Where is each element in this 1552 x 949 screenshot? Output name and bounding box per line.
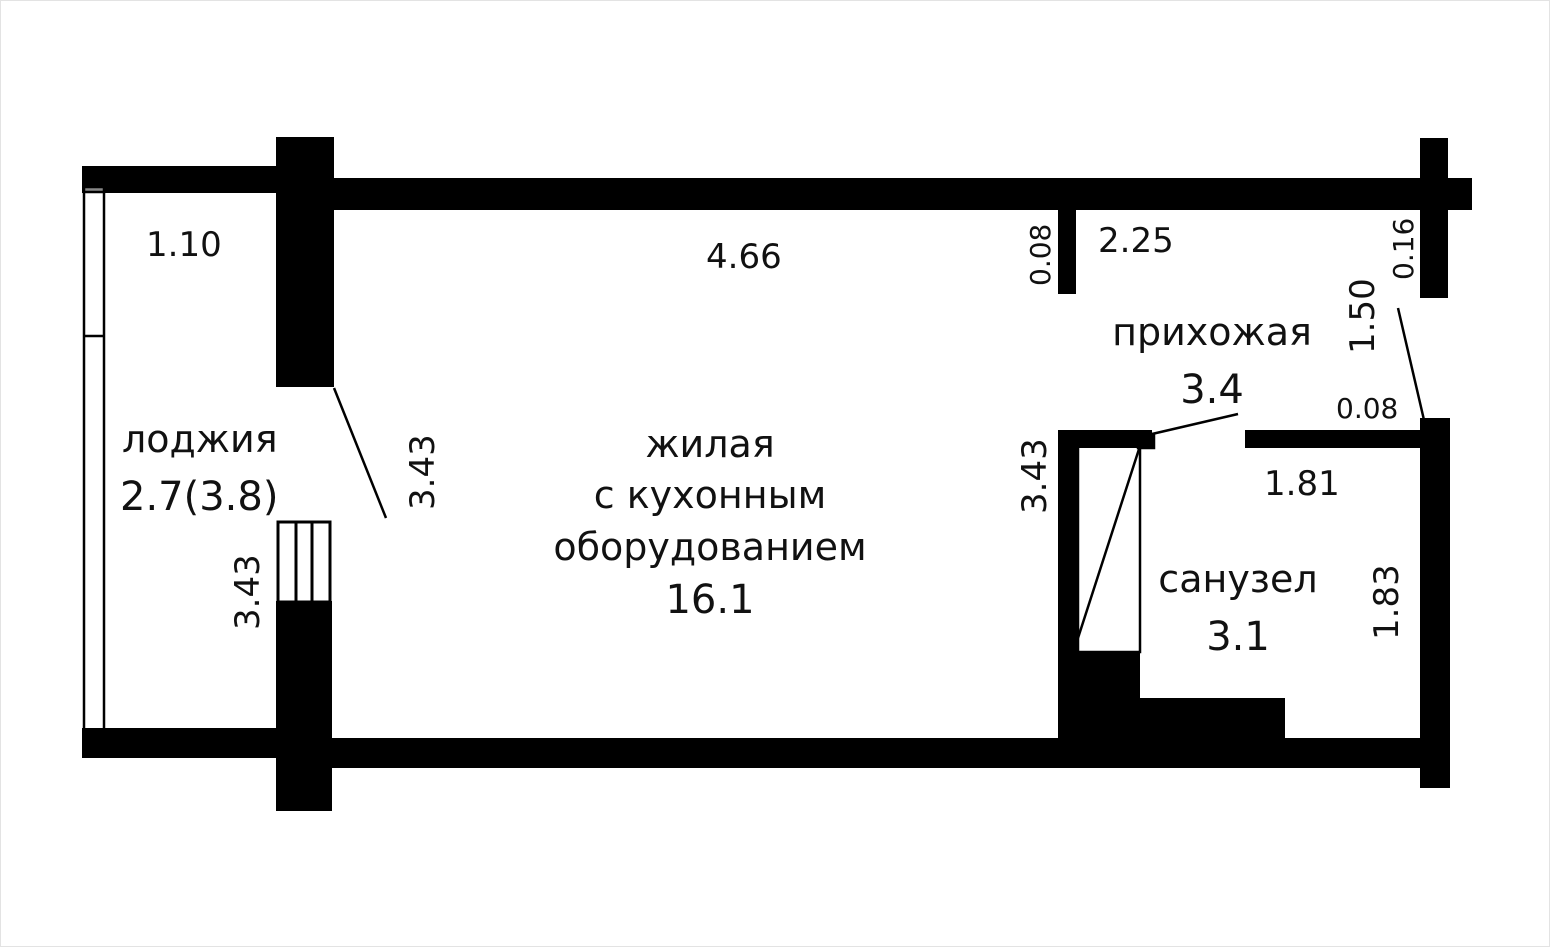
room-bathroom-name: санузел [1158,557,1317,601]
entry-door-swing [1396,307,1426,421]
room-hallway-area: 3.4 [1180,367,1244,413]
bathroom-fixture-block [1058,652,1140,752]
room-living-name-line3: оборудованием [553,525,866,569]
builtin-diagonal [1076,445,1142,639]
window-frame [82,188,106,732]
wall-top-main [276,178,1472,210]
dim-loggia-width: 1.10 [146,225,222,265]
dim-outer-wall-thickness: 0.16 [1387,218,1420,280]
dim-hallway-width: 2.25 [1098,221,1174,261]
wall-right-upper [1420,138,1448,298]
dim-bathroom-wall-thickness: 0.08 [1336,392,1398,425]
wall-column-upper [276,137,334,387]
dim-entry-door: 1.50 [1343,278,1383,354]
dim-bathroom-height: 1.83 [1367,564,1407,640]
dim-partition-thickness: 0.08 [1024,224,1057,286]
window-cap [82,185,106,194]
bathroom-fixture-bottom [1138,698,1285,748]
dim-living-height-right: 3.43 [1015,438,1055,514]
balcony-door-frame [276,520,332,604]
bathroom-builtin [1076,432,1156,654]
room-living-area: 16.1 [665,577,754,623]
wall-bottom-loggia [82,728,282,758]
wall-top-loggia [82,166,282,193]
loggia-window [82,185,106,732]
room-living-name-line2: с кухонным [594,473,827,517]
bathroom-wall-top-right [1245,430,1425,448]
dim-loggia-height: 3.43 [228,554,268,630]
balcony-door [276,520,332,604]
dim-living-width: 4.66 [706,237,782,277]
room-hallway-name: прихожая [1112,310,1312,354]
partition-stub [1058,200,1076,294]
living-door-swing [332,387,388,519]
dim-living-height-left: 3.43 [403,434,443,510]
room-living-name-line1: жилая [645,422,774,466]
bathroom-door-swing [1151,412,1239,436]
wall-column-lower [276,601,332,811]
builtin-cap [1136,432,1156,450]
builtin-frame [1076,444,1142,654]
dim-bathroom-width: 1.81 [1264,464,1340,504]
walls [82,137,1472,811]
room-bathroom-area: 3.1 [1206,614,1270,660]
wall-right-lower [1420,418,1450,788]
bathroom-wall-top-left [1058,430,1152,448]
door-swings [332,307,1426,519]
room-loggia-name: лоджия [122,417,278,461]
room-loggia-area: 2.7(3.8) [120,474,278,520]
